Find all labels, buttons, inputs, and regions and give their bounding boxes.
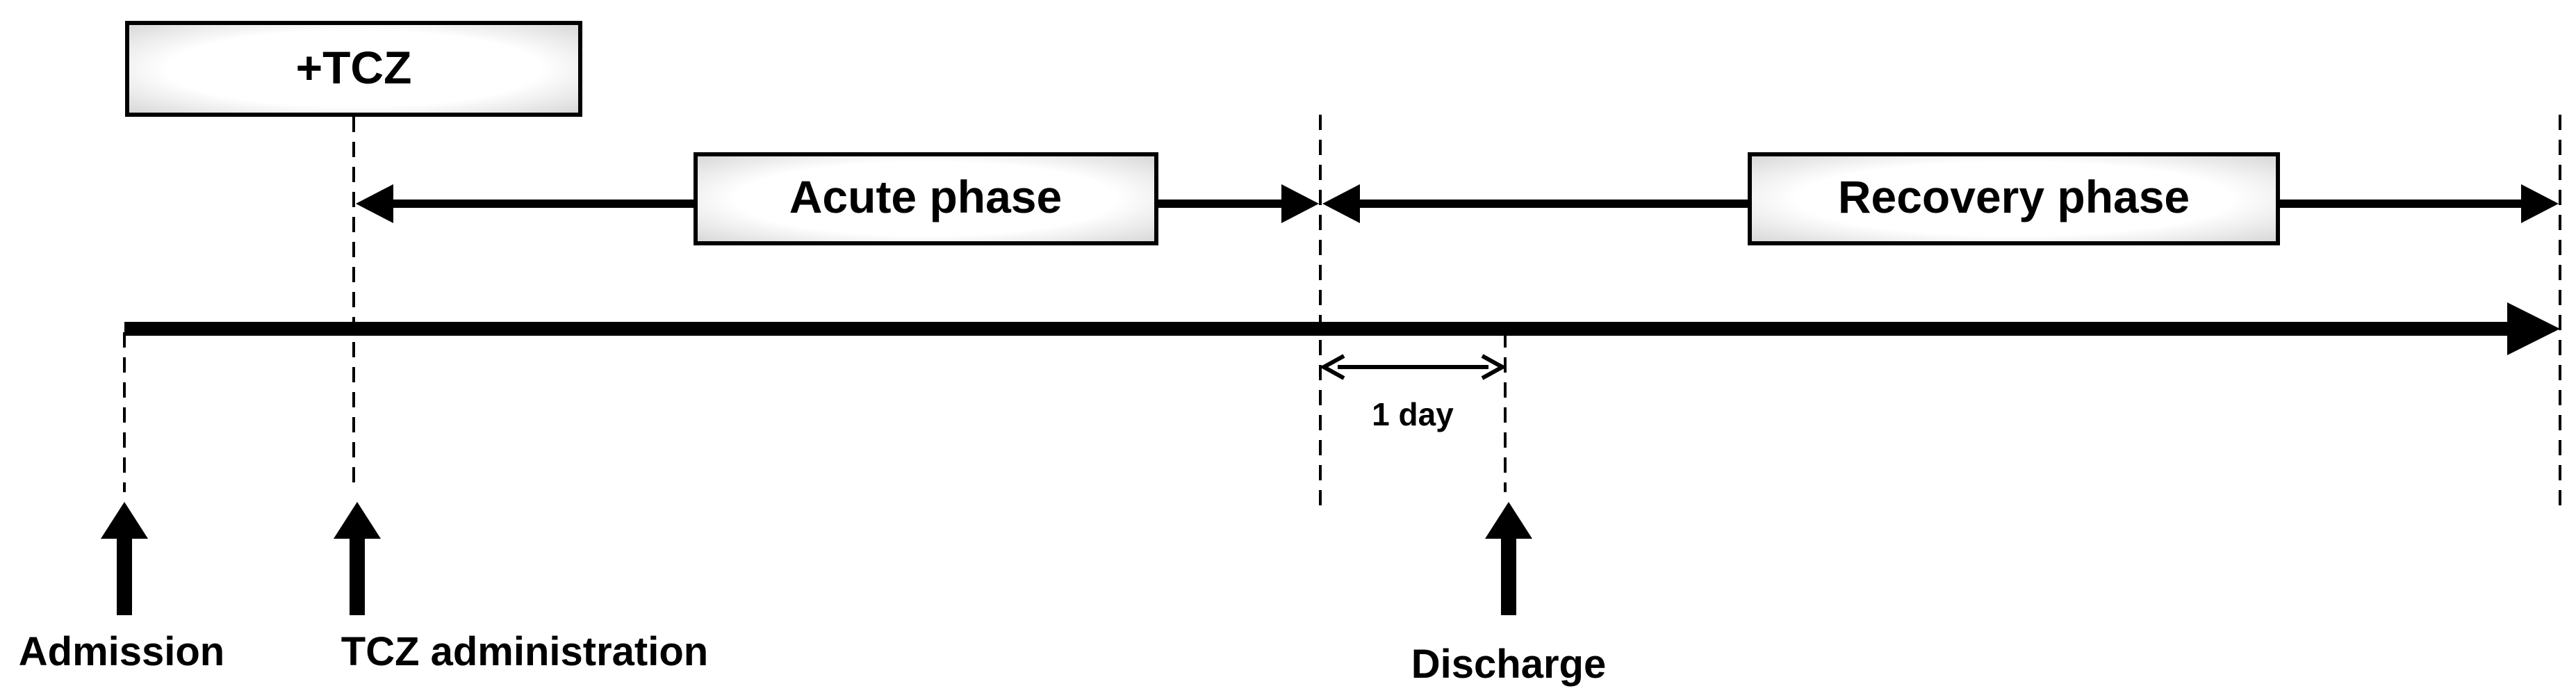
- acute-phase-label: Acute phase: [789, 171, 1062, 222]
- acute-phase-arrow: [356, 184, 1319, 223]
- one-day-interval-arrow: [1319, 354, 1507, 380]
- acute-phase-box: Acute phase: [694, 152, 1158, 245]
- admission-arrow: [101, 502, 148, 615]
- one-day-label: 1 day: [1372, 396, 1454, 432]
- time-axis-arrow: [124, 302, 2560, 355]
- recovery-phase-arrow: [1322, 184, 2559, 223]
- tcz-box-label: +TCZ: [296, 42, 412, 93]
- tcz-administration-label: TCZ administration: [341, 629, 708, 674]
- tcz-box: +TCZ: [125, 21, 582, 117]
- recovery-phase-label: Recovery phase: [1838, 171, 2190, 222]
- discharge-arrow: [1485, 502, 1532, 615]
- tcz-administration-arrow: [334, 502, 381, 615]
- discharge-label: Discharge: [1411, 642, 1606, 687]
- admission-label: Admission: [19, 629, 225, 674]
- recovery-phase-box: Recovery phase: [1748, 152, 2280, 245]
